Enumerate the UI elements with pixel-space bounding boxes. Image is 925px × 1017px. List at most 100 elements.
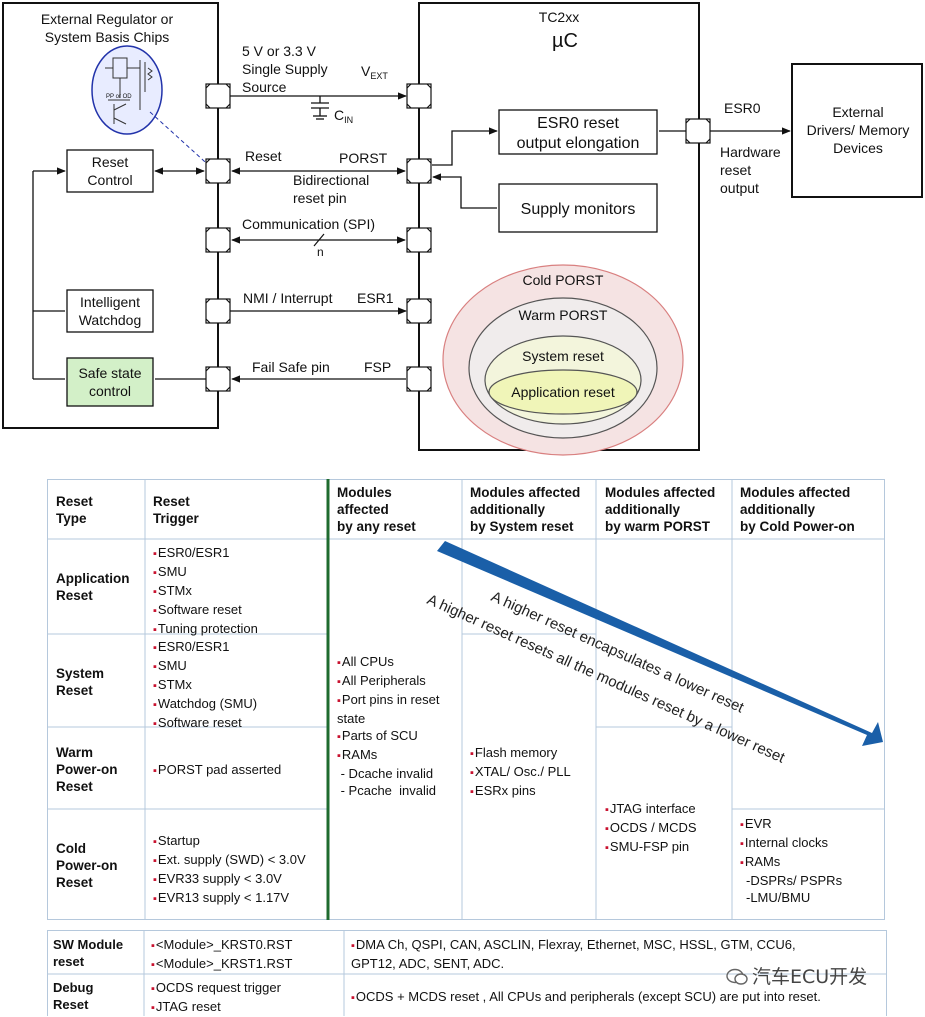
table-grid xyxy=(47,479,885,920)
hdr-any-reset: Modules affected by any reset xyxy=(337,485,416,534)
any-reset-modules: All CPUs All Peripherals Port pins in re… xyxy=(337,653,439,799)
list-item: Startup xyxy=(153,832,306,851)
ext-box-title-1: External Regulator or xyxy=(41,11,174,27)
reset-label: Reset xyxy=(245,148,282,164)
hdr-system-reset: Modules affected additionally by System … xyxy=(470,485,581,534)
supply-label-2: Single Supply xyxy=(242,61,328,77)
list-item: OCDS + MCDS reset , All CPUs and periphe… xyxy=(351,988,821,1007)
safe-state-2: control xyxy=(89,383,131,399)
bottom-table-grid xyxy=(47,930,887,1016)
fsp-label: FSP xyxy=(364,359,391,375)
porst-label: PORST xyxy=(339,150,388,166)
sw-debug-reset-table: SW Module reset <Module>_KRST0.RST <Modu… xyxy=(47,930,887,1016)
triggers-warm: PORST pad asserted xyxy=(153,761,281,780)
comm-label: Communication (SPI) xyxy=(242,216,375,232)
row-type-application: Application Reset xyxy=(56,571,130,603)
list-item: PORST pad asserted xyxy=(153,761,281,780)
reset-control-box xyxy=(66,149,154,193)
watermark: 汽车ECU开发 xyxy=(726,962,867,989)
hdr-warm-porst: Modules affected additionally by warm PO… xyxy=(605,485,716,534)
list-item: Port pins in reset xyxy=(337,691,440,710)
list-item: <Module>_KRST1.RST xyxy=(151,955,293,974)
external-regulator-box xyxy=(2,2,219,429)
nmi-label: NMI / Interrupt xyxy=(243,290,333,306)
watchdog-2: Watchdog xyxy=(79,312,142,328)
ext-drivers-2: Drivers/ Memory xyxy=(807,122,910,138)
sw-module-reset-label: SW Module reset xyxy=(53,937,124,969)
n-label: n xyxy=(317,245,324,259)
bidir-label-1: Bidirectional xyxy=(293,172,369,188)
list-item: EVR33 supply < 3.0V xyxy=(153,870,306,889)
list-item: Software reset xyxy=(153,714,257,733)
sw-module-desc: DMA Ch, QSPI, CAN, ASCLIN, Flexray, Ethe… xyxy=(351,936,796,972)
watchdog-box xyxy=(66,289,154,333)
reset-architecture-diagram: External Regulator or System Basis Chips… xyxy=(2,2,923,456)
schematic-label: PP or OD xyxy=(106,94,132,100)
list-item: SMU xyxy=(153,657,257,676)
bidir-label-2: reset pin xyxy=(293,190,347,206)
list-item: DMA Ch, QSPI, CAN, ASCLIN, Flexray, Ethe… xyxy=(351,936,796,955)
list-item: RAMs xyxy=(740,853,842,872)
list-item: Software reset xyxy=(153,601,258,620)
list-item: All CPUs xyxy=(337,653,439,672)
system-reset-modules: Flash memory XTAL/ Osc./ PLL ESRx pins xyxy=(470,744,571,801)
esr1-label: ESR1 xyxy=(357,290,394,306)
ext-box-title-2: System Basis Chips xyxy=(45,29,169,45)
supply-monitors-box xyxy=(498,183,658,233)
list-item: EVR xyxy=(740,815,842,834)
list-item: ESR0/ESR1 xyxy=(153,544,258,563)
mc-pins xyxy=(406,83,711,392)
list-item: Ext. supply (SWD) < 3.0V xyxy=(153,851,306,870)
supply-monitors-label: Supply monitors xyxy=(521,201,636,218)
safe-state-1: Safe state xyxy=(78,365,141,381)
hw-reset-3: output xyxy=(720,180,759,196)
esr0-label: ESR0 xyxy=(724,100,761,116)
app-reset-label: Application reset xyxy=(511,384,615,400)
list-item: ESR0/ESR1 xyxy=(153,638,257,657)
list-item: STMx xyxy=(153,676,257,695)
list-item: -DSPRs/ PSPRs xyxy=(746,873,843,888)
watchdog-1: Intelligent xyxy=(80,294,140,310)
reset-control-2: Control xyxy=(87,172,132,188)
esr0-box-2: output elongation xyxy=(517,135,640,152)
watermark-text: 汽车ECU开发 xyxy=(752,966,868,988)
list-item: EVR13 supply < 1.17V xyxy=(153,889,306,908)
list-item: XTAL/ Osc./ PLL xyxy=(470,763,571,782)
mc-subtitle: µC xyxy=(552,30,578,52)
list-item: SMU xyxy=(153,563,258,582)
reset-control-1: Reset xyxy=(92,154,129,170)
list-item: Parts of SCU xyxy=(337,727,439,746)
triggers-system: ESR0/ESR1 SMU STMx Watchdog (SMU) Softwa… xyxy=(153,638,257,733)
reset-types-table: Reset Type Reset Trigger Modules affecte… xyxy=(47,479,885,920)
failsafe-label: Fail Safe pin xyxy=(252,359,330,375)
list-item: Internal clocks xyxy=(740,834,842,853)
list-item: - Dcache invalid xyxy=(337,766,434,781)
debug-items: OCDS request trigger JTAG reset xyxy=(151,979,281,1017)
list-item: - Pcache invalid xyxy=(337,783,436,798)
system-reset-label: System reset xyxy=(522,348,604,364)
row-type-cold: Cold Power-on Reset xyxy=(56,841,118,890)
list-item: Tuning protection xyxy=(153,620,258,639)
mc-title: TC2xx xyxy=(539,9,579,25)
safe-state-box xyxy=(66,357,154,407)
hierarchy-arrow xyxy=(437,541,883,746)
triggers-application: ESR0/ESR1 SMU STMx Software reset Tuning… xyxy=(153,544,258,639)
hw-reset-1: Hardware xyxy=(720,144,781,160)
ext-drivers-1: External xyxy=(832,104,883,120)
list-item: state xyxy=(337,711,366,726)
debug-reset-label: Debug Reset xyxy=(53,980,94,1012)
vext-label: VEXT xyxy=(361,63,388,81)
supply-label-3: Source xyxy=(242,79,287,95)
cold-porst-label: Cold PORST xyxy=(523,272,604,288)
list-item: -LMU/BMU xyxy=(746,890,811,905)
sw-module-items: <Module>_KRST0.RST <Module>_KRST1.RST xyxy=(151,936,293,974)
hdr-reset-type: Reset Type xyxy=(56,494,93,526)
hierarchy-arrow-overlay: A higher reset encapsulates a lower rese… xyxy=(424,541,883,767)
regulator-schematic-icon: PP or OD xyxy=(91,45,163,135)
hdr-cold-poweron: Modules affected additionally by Cold Po… xyxy=(740,485,855,534)
list-item: <Module>_KRST0.RST xyxy=(151,936,293,955)
triggers-cold: Startup Ext. supply (SWD) < 3.0V EVR33 s… xyxy=(153,832,306,908)
ext-drivers-3: Devices xyxy=(833,140,883,156)
list-item: OCDS / MCDS xyxy=(605,819,697,838)
hdr-reset-trigger: Reset Trigger xyxy=(153,494,199,526)
